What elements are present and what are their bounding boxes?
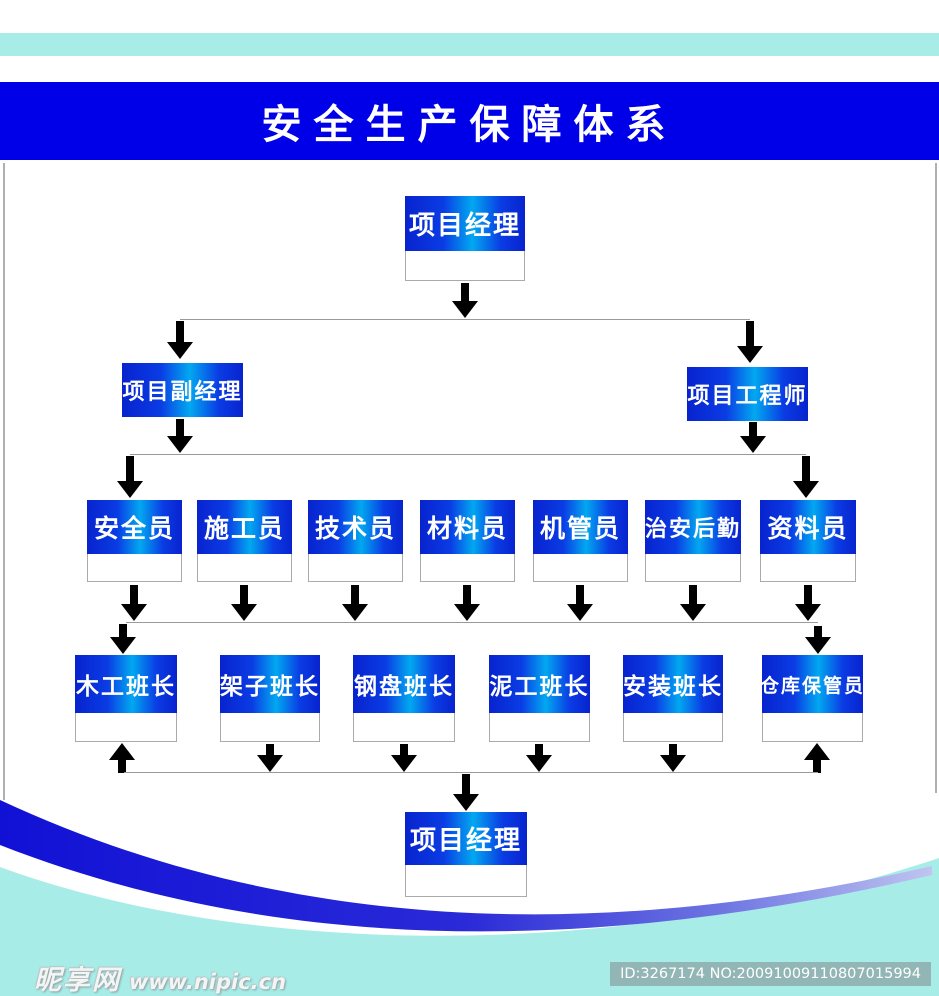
connector-arrow-down	[231, 585, 257, 621]
node-blank-field	[762, 713, 863, 742]
connector-arrow-down	[117, 456, 143, 498]
node-label: 材料员	[420, 500, 515, 554]
node-blank-field	[623, 713, 723, 742]
node-label: 项目工程师	[687, 367, 808, 421]
connector-arrow-down	[342, 585, 368, 621]
connector-arrow-down	[737, 321, 763, 363]
connector-arrow-down	[167, 321, 193, 359]
node-blank-field	[197, 554, 292, 582]
node-label: 项目副经理	[122, 363, 243, 417]
node-mason-foreman: 泥工班长	[489, 655, 590, 742]
node-label: 资料员	[760, 500, 856, 554]
connector-arrow-down	[454, 585, 480, 621]
node-construction-officer: 施工员	[197, 500, 292, 582]
node-document-officer: 资料员	[760, 500, 856, 582]
node-label: 泥工班长	[489, 655, 590, 713]
connector-arrow-down	[110, 624, 136, 654]
node-security-logistics: 治安后勤	[645, 500, 741, 582]
connector-arrow-down	[391, 744, 417, 772]
node-blank-field	[533, 554, 628, 582]
node-technician: 技术员	[308, 500, 403, 582]
connector-line	[130, 454, 806, 455]
connector-arrow-down	[793, 456, 819, 498]
connector-arrow-down	[453, 774, 479, 811]
cyan-wave-shape	[0, 858, 939, 996]
connector-arrow-down	[167, 419, 193, 453]
node-installation-foreman: 安装班长	[623, 655, 723, 742]
bottom-swoosh-decoration	[0, 800, 939, 996]
node-warehouse-keeper: 仓库保管员	[760, 655, 863, 742]
blue-ribbon-shape	[0, 800, 932, 932]
connector-arrow-down	[452, 283, 478, 318]
page-title: 安全生产保障体系	[261, 102, 678, 148]
watermark-site-name: 昵享网	[34, 965, 121, 996]
node-label: 木工班长	[75, 655, 177, 713]
node-scaffold-foreman: 架子班长	[220, 655, 320, 742]
node-label: 项目经理	[405, 812, 527, 865]
node-blank-field	[405, 865, 527, 897]
connector-arrow-up	[804, 743, 830, 773]
watermark-id-badge: ID:3267174 NO:20091009110807015994	[610, 962, 931, 986]
node-carpentry-foreman: 木工班长	[75, 655, 177, 742]
node-blank-field	[760, 554, 856, 582]
node-label: 机管员	[533, 500, 628, 554]
node-label: 治安后勤	[645, 500, 741, 554]
node-blank-field	[420, 554, 515, 582]
node-steel-foreman: 钢盘班长	[353, 655, 455, 742]
node-label: 钢盘班长	[353, 655, 455, 713]
frame-border-right	[935, 163, 937, 793]
node-machinery-officer: 机管员	[533, 500, 628, 582]
node-label: 安全员	[87, 500, 182, 554]
node-material-officer: 材料员	[420, 500, 515, 582]
connector-arrow-down	[567, 585, 593, 621]
top-stripe	[0, 33, 939, 56]
node-label: 架子班长	[220, 655, 320, 713]
node-project-engineer: 项目工程师	[687, 367, 808, 421]
connector-arrow-down	[680, 585, 706, 621]
node-label: 安装班长	[623, 655, 723, 713]
connector-line	[180, 319, 750, 320]
node-safety-officer: 安全员	[87, 500, 182, 582]
node-label: 项目经理	[405, 196, 525, 251]
watermark-site-url: www.nipic.cn	[129, 970, 287, 994]
node-blank-field	[87, 554, 182, 582]
node-project-manager-top: 项目经理	[405, 196, 525, 281]
node-label: 施工员	[197, 500, 292, 554]
connector-arrow-down	[795, 585, 821, 621]
node-blank-field	[75, 713, 177, 742]
node-blank-field	[405, 251, 525, 281]
node-blank-field	[489, 713, 590, 742]
node-label: 技术员	[308, 500, 403, 554]
title-banner: 安全生产保障体系	[0, 82, 939, 160]
connector-line	[126, 622, 818, 623]
node-label: 仓库保管员	[760, 655, 863, 713]
connector-arrow-down	[805, 626, 831, 654]
connector-arrow-down	[121, 585, 147, 621]
connector-arrow-down	[740, 422, 766, 453]
watermark-site: 昵享网 www.nipic.cn	[34, 958, 286, 996]
node-deputy-project-manager: 项目副经理	[122, 363, 243, 417]
node-blank-field	[645, 554, 741, 582]
connector-line	[124, 772, 818, 773]
connector-arrow-down	[257, 744, 283, 772]
node-blank-field	[353, 713, 455, 742]
node-blank-field	[308, 554, 403, 582]
node-project-manager-bottom: 项目经理	[405, 812, 527, 897]
node-blank-field	[220, 713, 320, 742]
connector-arrow-down	[526, 744, 552, 772]
connector-arrow-down	[660, 744, 686, 772]
connector-arrow-up	[109, 743, 135, 773]
frame-border-left	[3, 163, 5, 800]
